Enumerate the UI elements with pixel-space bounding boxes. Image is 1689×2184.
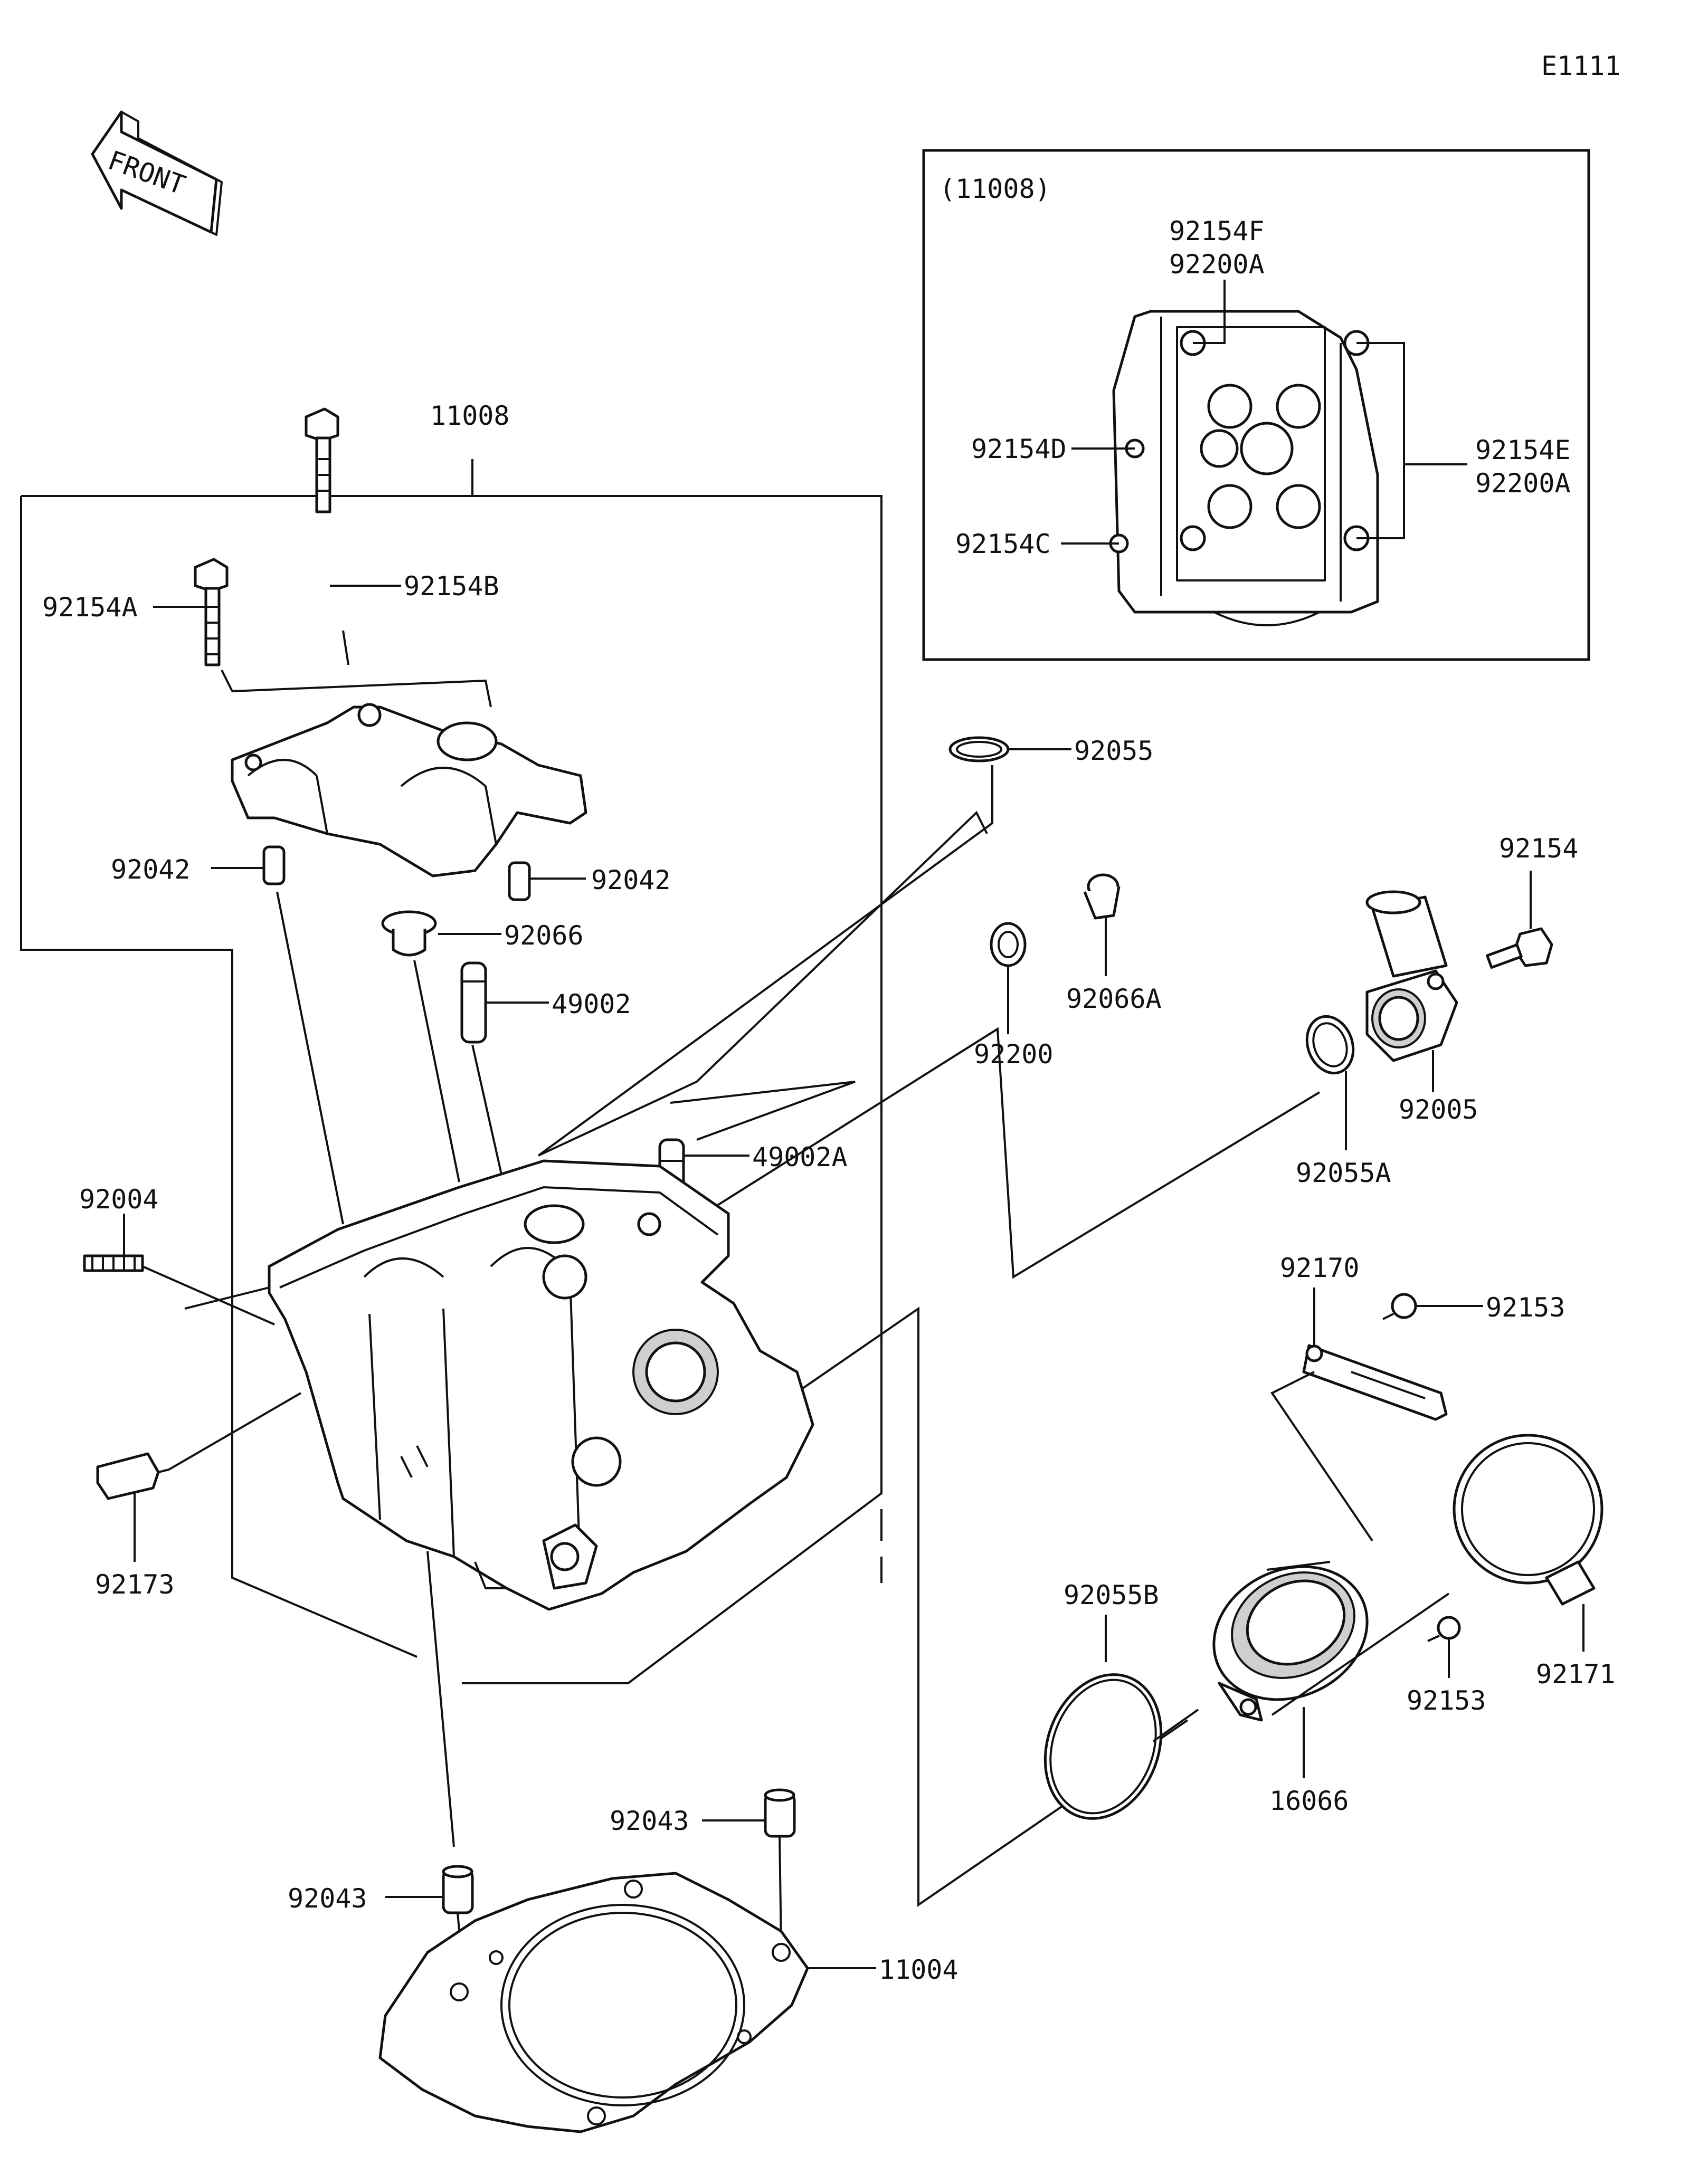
- dowel-92042-right-icon: [508, 861, 531, 901]
- label-92154: 92154: [1499, 833, 1579, 864]
- label-92200A-top: 92200A: [1169, 249, 1265, 280]
- diagram-code: E1111: [1541, 51, 1621, 81]
- label-92154B: 92154B: [404, 571, 499, 602]
- fitting-92005-icon: [1365, 890, 1458, 1062]
- camshaft-holder: [221, 630, 587, 878]
- label-92154F: 92154F: [1169, 216, 1265, 246]
- label-92200A-right: 92200A: [1475, 468, 1571, 499]
- label-16066: 16066: [1269, 1786, 1349, 1816]
- assembly-leaders: [276, 765, 1321, 1907]
- label-92043-right: 92043: [610, 1806, 689, 1836]
- label-92154A: 92154A: [42, 592, 138, 623]
- bracket-92170-icon: [1302, 1344, 1448, 1421]
- label-92154E: 92154E: [1475, 435, 1571, 465]
- screw-92153-bottom-icon: [1427, 1616, 1461, 1642]
- dowel-92042-left-icon: [262, 845, 286, 885]
- inset-title: (11008): [940, 174, 1051, 204]
- dowel-92043-left-icon: [442, 1865, 474, 1914]
- gasket-11004-icon: [378, 1872, 809, 2133]
- cylinder-head: [268, 1159, 814, 1611]
- bolt-92154-icon: [1486, 927, 1553, 969]
- valve-guide-49002-icon: [460, 961, 487, 1044]
- front-arrow-icon: FRONT: [91, 110, 223, 236]
- sensor-92173-icon: [96, 1452, 169, 1500]
- dowel-92043-right-icon: [764, 1788, 796, 1838]
- label-92043-left: 92043: [288, 1883, 367, 1914]
- plug-92066-icon: [381, 910, 437, 957]
- screw-92153-top-icon: [1382, 1293, 1417, 1320]
- plug-92066A-icon: [1083, 873, 1121, 920]
- label-92170: 92170: [1280, 1253, 1360, 1283]
- label-92005: 92005: [1399, 1094, 1478, 1125]
- bolt-92154A-icon: [194, 558, 229, 666]
- holder-16066-icon: [1212, 1561, 1369, 1722]
- label-92154D: 92154D: [971, 434, 1067, 464]
- label-92066A: 92066A: [1066, 984, 1162, 1014]
- label-92200: 92200: [974, 1039, 1054, 1070]
- inset-cylinder-head-top: [1109, 310, 1379, 626]
- label-92066: 92066: [504, 920, 584, 951]
- label-92173: 92173: [95, 1569, 175, 1600]
- label-49002: 49002: [552, 989, 631, 1019]
- label-92055A: 92055A: [1296, 1158, 1391, 1188]
- bolt-92154B-icon: [305, 407, 339, 513]
- label-92055: 92055: [1074, 736, 1154, 766]
- label-92004: 92004: [79, 1184, 159, 1215]
- label-92154C: 92154C: [955, 529, 1051, 559]
- o-ring-92055A-icon: [1305, 1015, 1355, 1075]
- label-11004: 11004: [879, 1954, 959, 1985]
- inset-box: (11008): [922, 149, 1590, 661]
- o-ring-92055-icon: [948, 736, 1010, 762]
- assembly-outline: [20, 459, 883, 1684]
- label-92153-bottom: 92153: [1407, 1685, 1486, 1716]
- stud-92004-icon: [83, 1254, 144, 1272]
- label-92042-left: 92042: [111, 854, 191, 885]
- inset-leaders: [1061, 280, 1467, 545]
- label-92055B: 92055B: [1064, 1580, 1159, 1610]
- clamp-92171-icon: [1453, 1434, 1603, 1606]
- label-11008: 11008: [430, 400, 510, 431]
- label-92153-top: 92153: [1486, 1292, 1565, 1323]
- o-ring-92055B-icon: [1043, 1673, 1163, 1820]
- label-92171: 92171: [1536, 1659, 1616, 1690]
- washer-92200-icon: [990, 922, 1027, 967]
- label-49002A: 49002A: [752, 1142, 848, 1172]
- label-92042-right: 92042: [591, 865, 671, 895]
